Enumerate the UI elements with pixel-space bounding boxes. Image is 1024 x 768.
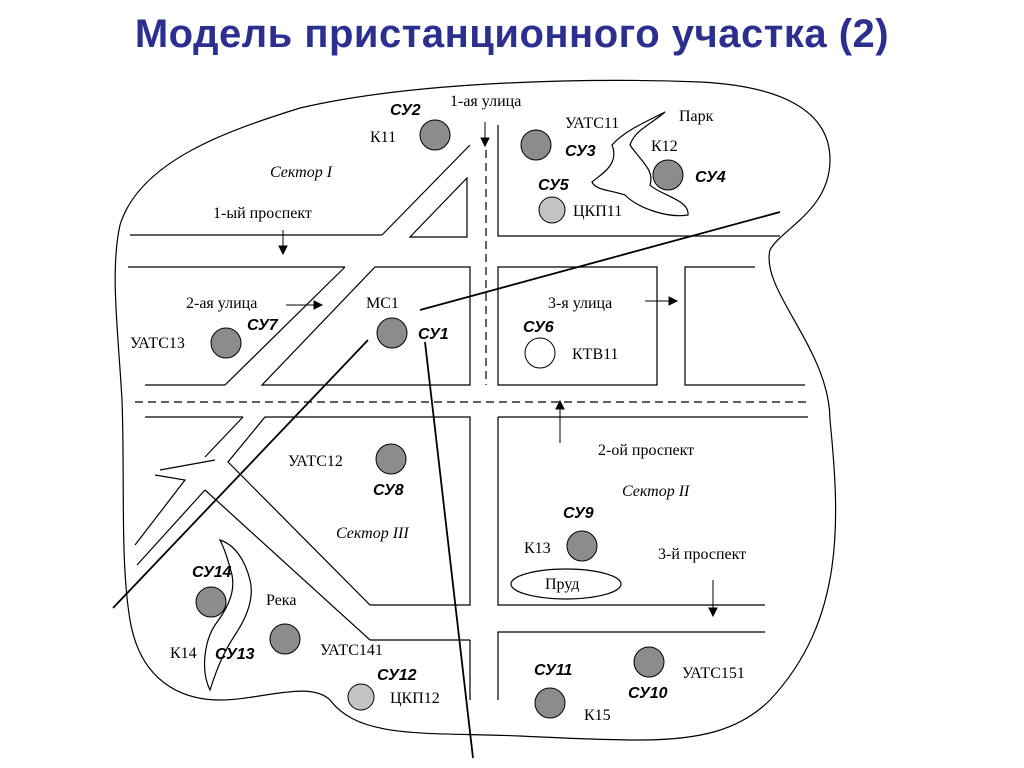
su12-label: СУ12 (377, 667, 417, 684)
k13-label: К13 (524, 540, 551, 557)
sector1-label: Сектор I (270, 164, 333, 181)
river-label: Река (266, 592, 296, 609)
page-title: Модель пристанционного участка (2) (134, 12, 890, 56)
node-su10 (633, 646, 665, 678)
su4-label: СУ4 (695, 169, 726, 186)
su3-label: СУ3 (565, 143, 596, 160)
street-labels: 1-ая улица 1-ый проспект 2-ая улица 3-я … (186, 93, 746, 609)
ms1-label: МС1 (366, 295, 399, 312)
area-boundary (114, 79, 837, 741)
k11-label: К11 (370, 129, 396, 146)
river (204, 538, 252, 692)
node-su12 (347, 683, 375, 711)
su9-label: СУ9 (563, 505, 594, 522)
node-su7 (210, 327, 242, 359)
node-su6 (524, 337, 556, 369)
node-su14 (195, 586, 227, 618)
direction-arrows (278, 122, 718, 618)
tskp11-label: ЦКП11 (573, 203, 622, 220)
street1-label: 1-ая улица (450, 93, 521, 110)
sector2-label: Сектор II (622, 483, 690, 500)
node-su4 (652, 159, 684, 191)
street3-label: 3-я улица (548, 295, 612, 312)
tskp12-label: ЦКП12 (390, 690, 440, 707)
node-su5 (538, 196, 566, 224)
uats12-label: УАТС12 (288, 453, 343, 470)
roads (128, 125, 808, 700)
su10-label: СУ10 (628, 685, 668, 702)
prospect1-label: 1-ый проспект (213, 205, 312, 222)
prospect3-label: 3-й проспект (658, 546, 746, 563)
node-su13 (269, 623, 301, 655)
su6-label: СУ6 (523, 319, 554, 336)
su11-label: СУ11 (534, 662, 572, 679)
node-su9 (566, 530, 598, 562)
sector3-label: Сектор III (336, 525, 409, 542)
pond (510, 568, 622, 600)
uats13-label: УАТС13 (130, 335, 185, 352)
k15-label: К15 (584, 707, 611, 724)
prospect2-label: 2-ой проспект (598, 442, 694, 459)
su13-label: СУ13 (215, 646, 255, 663)
uats141-label: УАТС141 (320, 642, 383, 659)
su5-label: СУ5 (538, 177, 570, 194)
street2-label: 2-ая улица (186, 295, 257, 312)
nodes (195, 119, 684, 719)
k14-label: К14 (170, 645, 197, 662)
node-labels: СУ2 К11 УАТС11 СУ3 К12 СУ4 СУ5 ЦКП11 МС1… (130, 102, 745, 724)
node-su2 (419, 119, 451, 151)
ktv11-label: КТВ11 (572, 346, 619, 363)
uats11-label: УАТС11 (565, 115, 619, 132)
connection-lines (112, 211, 781, 759)
park-area (591, 111, 689, 217)
node-su8 (375, 443, 407, 475)
node-su11 (534, 687, 566, 719)
su2-label: СУ2 (390, 102, 421, 119)
node-su1 (376, 317, 408, 349)
k12-label: К12 (651, 138, 678, 155)
su7-label: СУ7 (247, 317, 279, 334)
pond-label: Пруд (545, 576, 579, 593)
su14-label: СУ14 (192, 564, 232, 581)
uats151-label: УАТС151 (682, 665, 745, 682)
node-su3 (520, 129, 552, 161)
sector-labels: Сектор I Сектор II Сектор III (270, 164, 690, 542)
park-label: Парк (679, 108, 714, 125)
su1-label: СУ1 (418, 326, 449, 343)
su8-label: СУ8 (373, 482, 404, 499)
